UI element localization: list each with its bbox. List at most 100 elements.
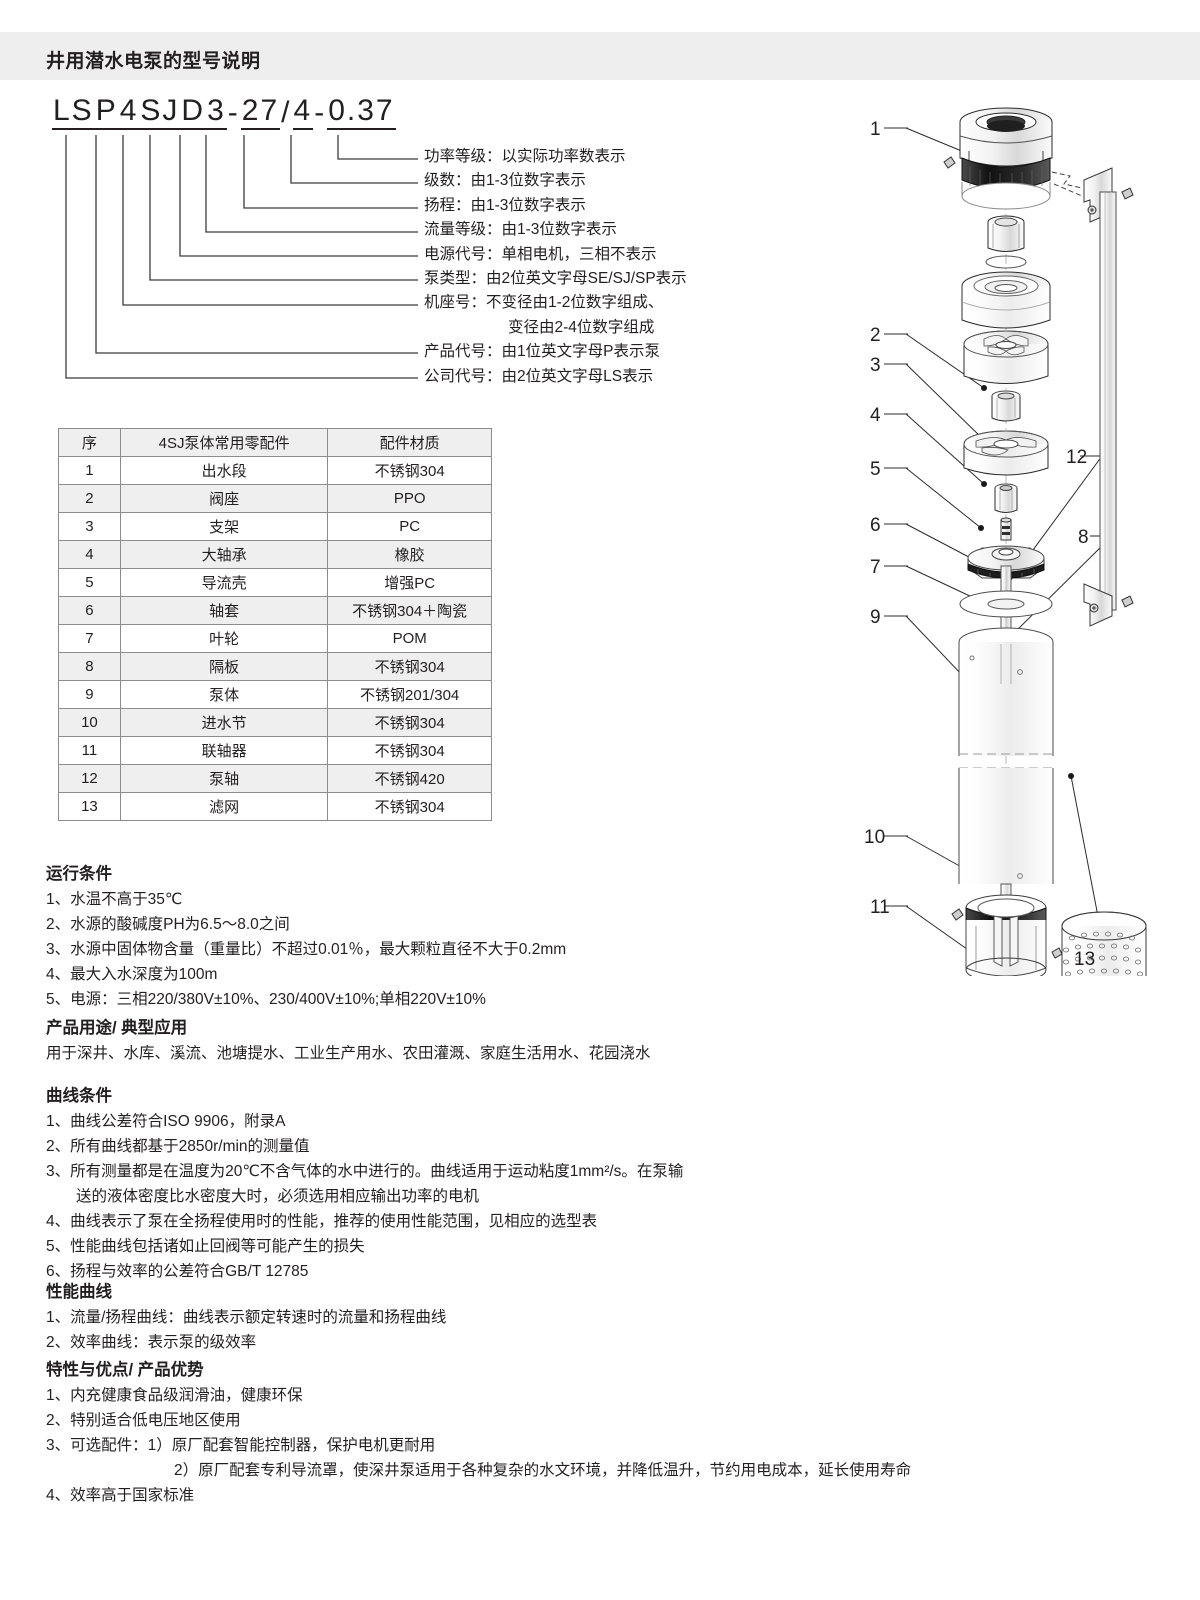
callout-1: 1 bbox=[870, 119, 881, 140]
section-operating-conditions: 运行条件 1、水温不高于35℃ 2、水源的酸碱度PH为6.5～8.0之间 3、水… bbox=[46, 860, 566, 1012]
section-performance-curve: 性能曲线 1、流量/扬程曲线：曲线表示额定转速时的流量和扬程曲线 2、效率曲线：… bbox=[46, 1278, 446, 1355]
section-curve-conditions: 曲线条件 1、曲线公差符合ISO 9906，附录A 2、所有曲线都基于2850r… bbox=[46, 1082, 683, 1284]
code-segment-frame: 4 bbox=[118, 96, 140, 130]
cell-material: 不锈钢304＋陶瓷 bbox=[327, 596, 492, 625]
cell-material: 橡胶 bbox=[327, 540, 492, 569]
callout-4: 4 bbox=[870, 405, 881, 426]
features-line-2: 2、特别适合低电压地区使用 bbox=[46, 1412, 241, 1429]
curve-line-3: 3、所有测量都是在温度为20℃不含气体的水中进行的。曲线适用于运动粘度1mm²/… bbox=[46, 1163, 684, 1180]
cell-part: 叶轮 bbox=[119, 624, 329, 653]
code-segment-power-rating: 0.37 bbox=[327, 96, 396, 130]
cell-material: 不锈钢304 bbox=[327, 792, 492, 821]
cell-part: 泵体 bbox=[119, 680, 329, 709]
section-title-features: 特性与优点/ 产品优势 bbox=[46, 1361, 204, 1379]
section-usage: 产品用途/ 典型应用 用于深井、水库、溪流、池塘提水、工业生产用水、农田灌溉、家… bbox=[46, 1014, 651, 1066]
operating-line-5: 5、电源：三相220/380V±10%、230/400V±10%;单相220V±… bbox=[46, 991, 486, 1008]
table-header-row: 序 4SJ泵体常用零配件 配件材质 bbox=[58, 428, 492, 457]
cell-material: POM bbox=[327, 624, 492, 653]
section-title-operating: 运行条件 bbox=[46, 865, 112, 883]
cell-part: 隔板 bbox=[119, 652, 329, 681]
curve-line-5: 5、性能曲线包括诸如止回阀等可能产生的损失 bbox=[46, 1238, 365, 1255]
callout-11: 11 bbox=[870, 897, 890, 918]
callout-9: 9 bbox=[870, 607, 881, 628]
code-segment-product: P bbox=[94, 96, 119, 130]
cell-index: 4 bbox=[58, 540, 121, 569]
features-line-3: 3、可选配件：1）原厂配套智能控制器，保护电机更耐用 bbox=[46, 1437, 436, 1454]
code-segment-company: LS bbox=[52, 96, 95, 130]
table-header-part: 4SJ泵体常用零配件 bbox=[119, 428, 329, 457]
cell-index: 3 bbox=[58, 512, 121, 541]
operating-line-3: 3、水源中固体物含量（重量比）不超过0.01％，最大颗粒直径不大于0.2mm bbox=[46, 941, 567, 958]
curve-line-1: 1、曲线公差符合ISO 9906，附录A bbox=[46, 1113, 286, 1130]
model-code-row: LS P 4 SJ D 3 - 27 / 4 - 0.37 bbox=[52, 96, 396, 130]
cell-material: 不锈钢201/304 bbox=[327, 680, 492, 709]
callout-13: 13 bbox=[1074, 949, 1095, 970]
table-header-index: 序 bbox=[58, 428, 121, 457]
operating-line-1: 1、水温不高于35℃ bbox=[46, 891, 183, 908]
cell-index: 10 bbox=[58, 708, 121, 737]
code-separator-2: / bbox=[281, 96, 292, 129]
features-line-3-continued: 2）原厂配套专利导流罩，使深井泵适用于各种复杂的水文环境，并降低温升，节约用电成… bbox=[174, 1462, 912, 1479]
cell-part: 轴套 bbox=[119, 596, 329, 625]
operating-line-2: 2、水源的酸碱度PH为6.5～8.0之间 bbox=[46, 916, 290, 933]
features-line-1: 1、内充健康食品级润滑油，健康环保 bbox=[46, 1387, 303, 1404]
features-line-4: 4、效率高于国家标准 bbox=[46, 1487, 195, 1504]
section-title-curve-conditions: 曲线条件 bbox=[46, 1087, 112, 1105]
code-segment-head: 27 bbox=[240, 96, 281, 130]
cell-index: 13 bbox=[58, 792, 121, 821]
cell-part: 联轴器 bbox=[119, 736, 329, 765]
legend-item-flow: 流量等级：由1-3位数字表示 bbox=[424, 221, 617, 239]
section-title-performance-curve: 性能曲线 bbox=[46, 1283, 112, 1301]
cell-part: 导流壳 bbox=[119, 568, 329, 597]
cell-index: 6 bbox=[58, 596, 121, 625]
legend-item-stages: 级数：由1-3位数字表示 bbox=[424, 172, 586, 190]
page-title: 井用潜水电泵的型号说明 bbox=[46, 51, 261, 72]
callout-12: 12 bbox=[1066, 447, 1087, 468]
code-legend-list: 功率等级：以实际功率数表示 级数：由1-3位数字表示 扬程：由1-3位数字表示 … bbox=[424, 145, 687, 389]
cell-material: 不锈钢420 bbox=[327, 764, 492, 793]
performance-line-2: 2、效率曲线：表示泵的级效率 bbox=[46, 1334, 257, 1351]
cell-material: PC bbox=[327, 512, 492, 541]
callout-8: 8 bbox=[1078, 527, 1089, 548]
operating-line-4: 4、最大入水深度为100m bbox=[46, 966, 218, 983]
cell-part: 出水段 bbox=[119, 456, 329, 485]
header-band bbox=[0, 32, 1200, 80]
cell-index: 1 bbox=[58, 456, 121, 485]
legend-item-company: 公司代号：由2位英文字母LS表示 bbox=[424, 367, 654, 385]
table-header-material: 配件材质 bbox=[327, 428, 492, 457]
code-segment-pump-type: SJ bbox=[139, 96, 181, 130]
model-code-breakdown: LS P 4 SJ D 3 - 27 / 4 - 0.37 bbox=[52, 96, 396, 130]
callout-6: 6 bbox=[870, 515, 881, 536]
legend-item-frame: 机座号：不变径由1-2位数字组成、 bbox=[424, 294, 664, 312]
cell-part: 大轴承 bbox=[119, 540, 329, 569]
legend-item-power-rating: 功率等级：以实际功率数表示 bbox=[424, 148, 626, 165]
cell-material: 不锈钢304 bbox=[327, 652, 492, 681]
cell-part: 泵轴 bbox=[119, 764, 329, 793]
cell-material: 不锈钢304 bbox=[327, 736, 492, 765]
performance-line-1: 1、流量/扬程曲线：曲线表示额定转速时的流量和扬程曲线 bbox=[46, 1309, 447, 1326]
cell-material: 不锈钢304 bbox=[327, 708, 492, 737]
code-segment-flow: 3 bbox=[206, 96, 227, 130]
cell-index: 12 bbox=[58, 764, 121, 793]
callout-5: 5 bbox=[870, 459, 881, 480]
legend-item-product: 产品代号：由1位英文字母P表示泵 bbox=[424, 343, 660, 361]
cell-part: 支架 bbox=[119, 512, 329, 541]
curve-line-4: 4、曲线表示了泵在全扬程使用时的性能，推荐的使用性能范围，见相应的选型表 bbox=[46, 1213, 598, 1230]
legend-item-pump-type: 泵类型：由2位英文字母SE/SJ/SP表示 bbox=[424, 270, 687, 288]
legend-item-power-source: 电源代号：单相电机，三相不表示 bbox=[424, 245, 657, 263]
section-title-usage: 产品用途/ 典型应用 bbox=[46, 1019, 188, 1037]
cell-part: 阀座 bbox=[119, 484, 329, 513]
